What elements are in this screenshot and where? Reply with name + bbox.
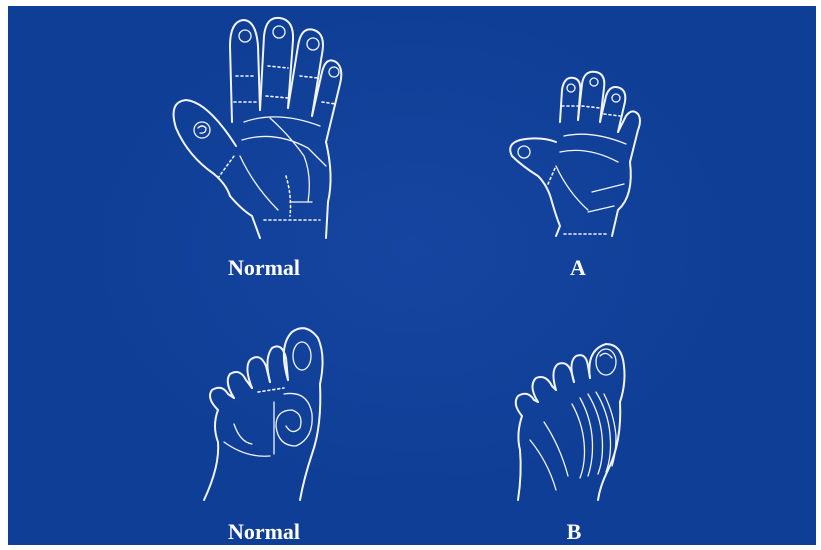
normal-foot-drawing bbox=[204, 328, 323, 500]
slide-background: Normal A Normal B bbox=[8, 6, 816, 545]
normal-hand-drawing bbox=[174, 18, 342, 238]
diagram-canvas bbox=[8, 6, 816, 545]
normal-foot-label: Normal bbox=[194, 520, 334, 544]
foot-b-drawing bbox=[516, 344, 625, 500]
normal-hand-label: Normal bbox=[194, 256, 334, 280]
hand-a-label: A bbox=[508, 256, 648, 280]
foot-b-label: B bbox=[504, 520, 644, 544]
hand-a-drawing bbox=[510, 72, 640, 236]
